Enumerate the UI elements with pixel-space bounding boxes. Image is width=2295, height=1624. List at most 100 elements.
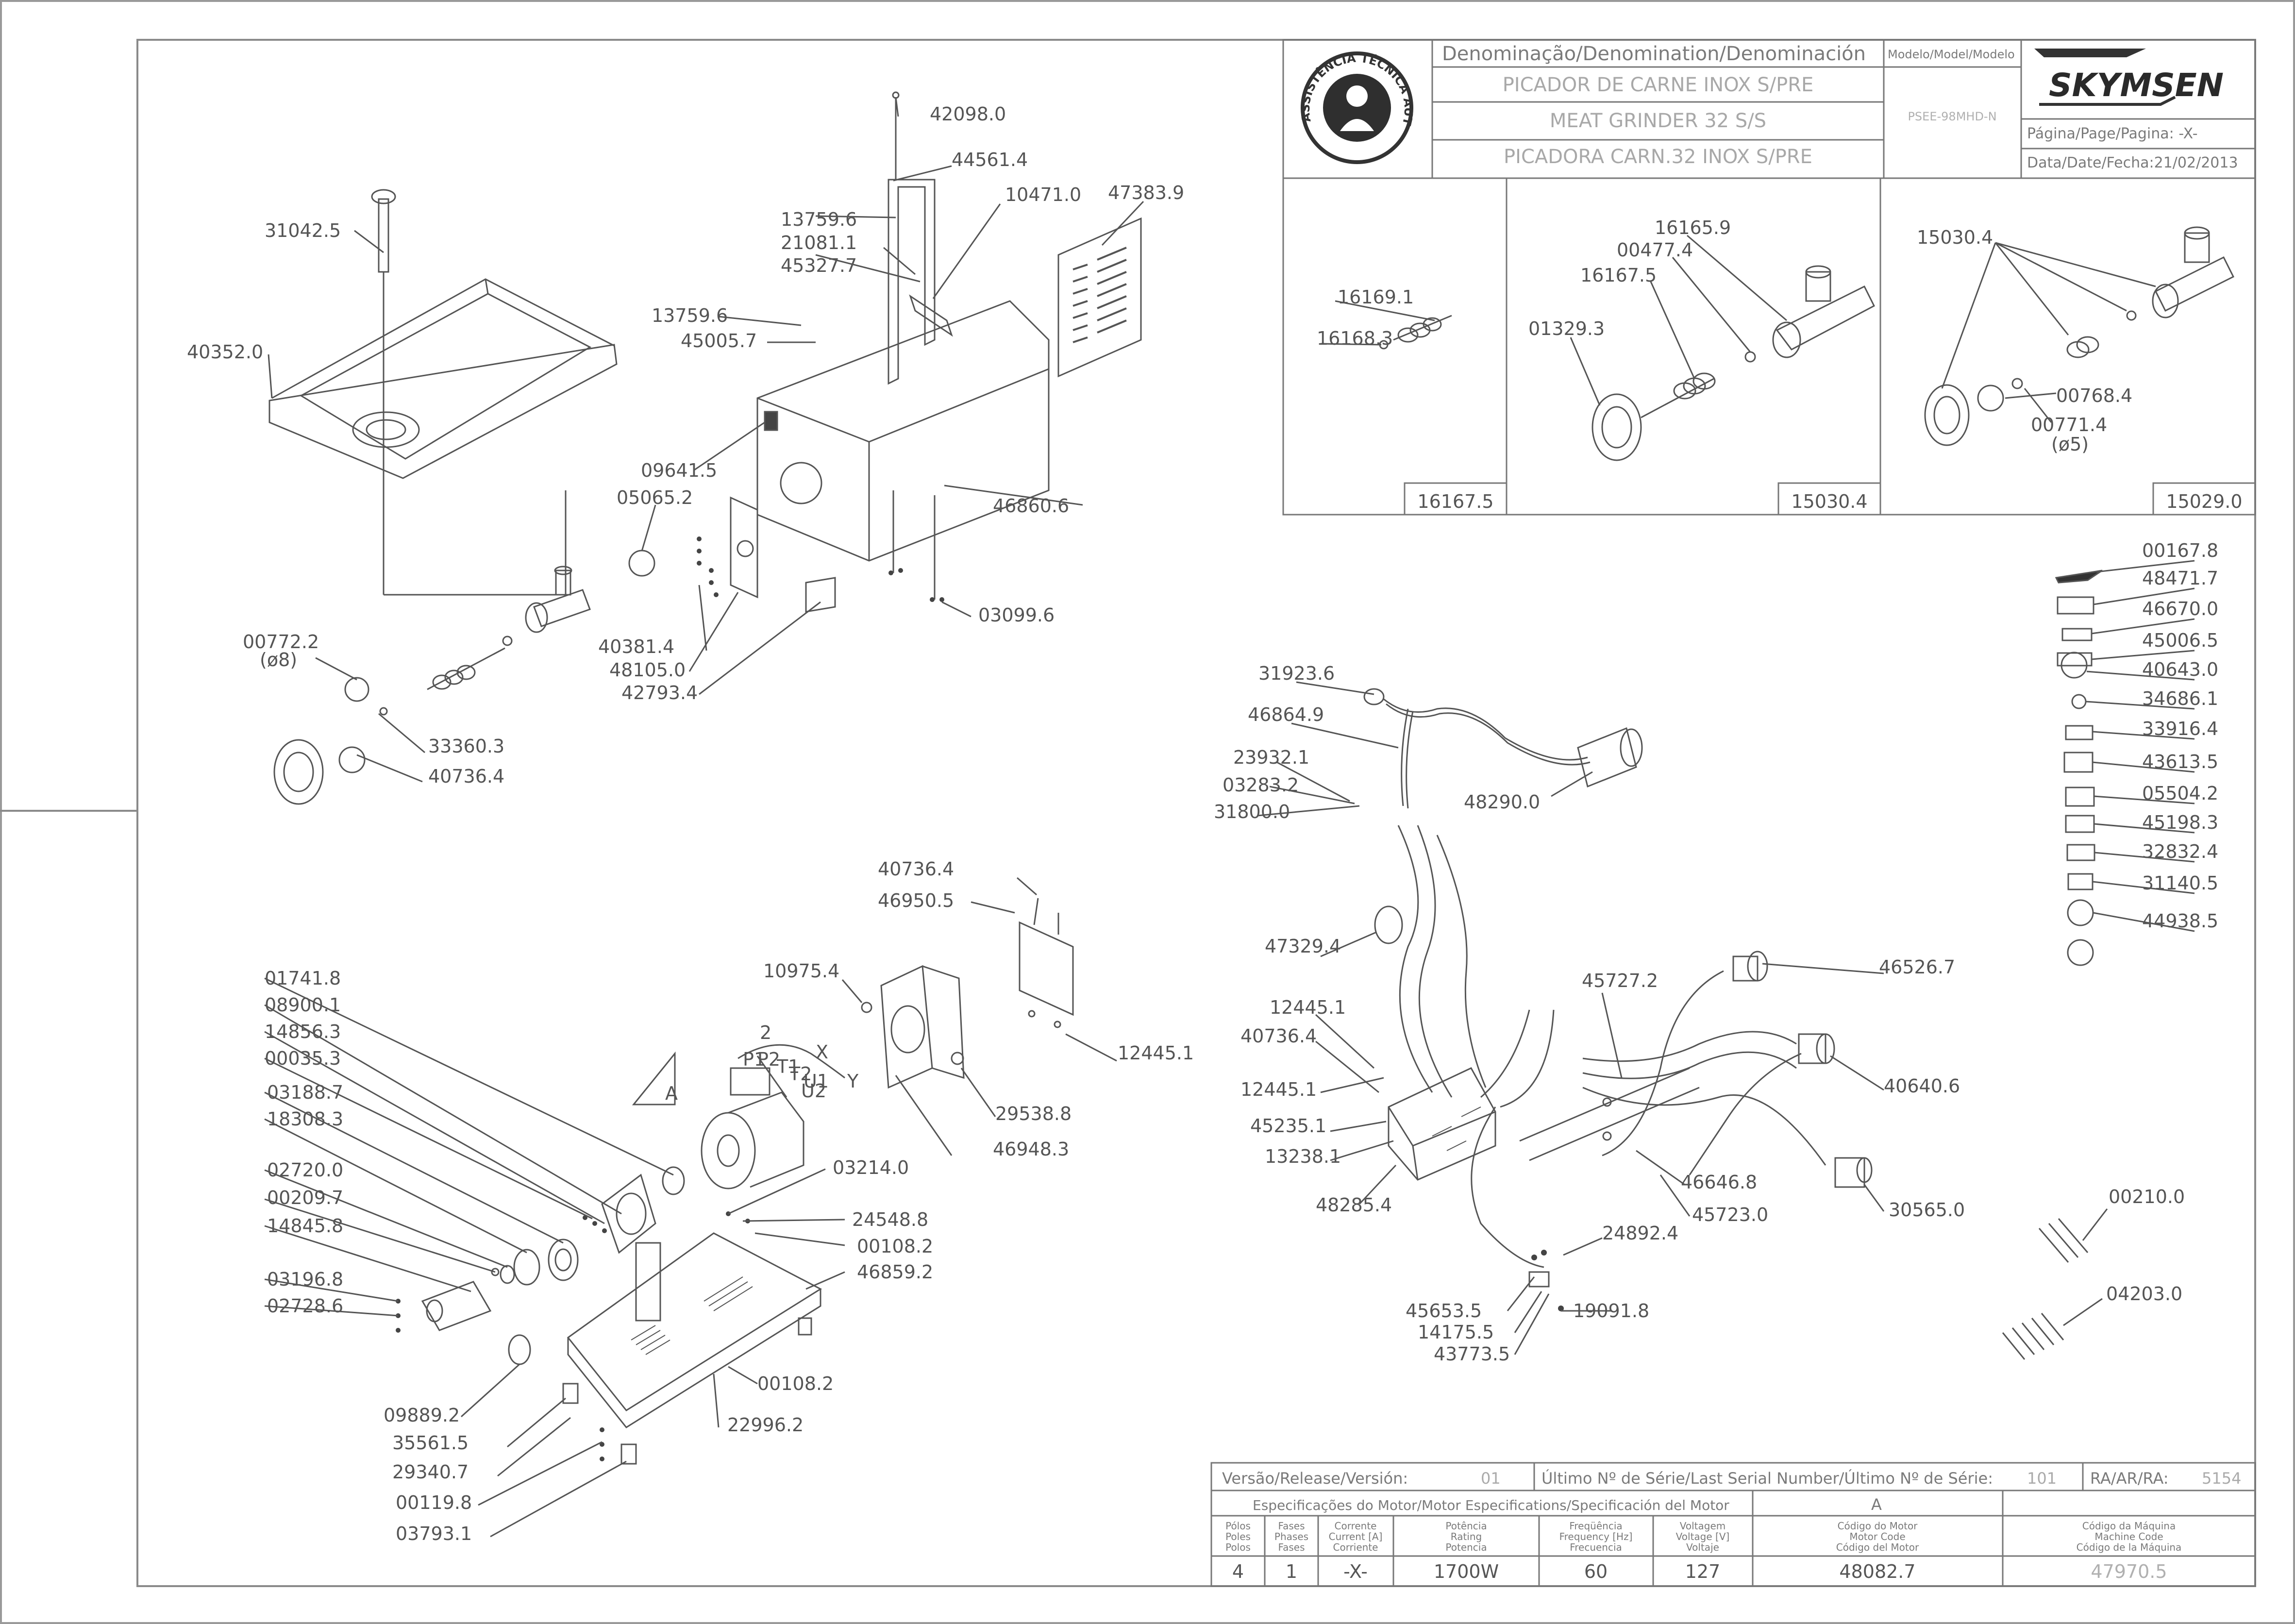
spec-machine-code-value: 47970.5 xyxy=(2091,1561,2167,1582)
spec-poles-label-pt: Pólos xyxy=(1225,1520,1251,1532)
label-code-5: 40643.0 xyxy=(2142,659,2218,680)
part-label-46860-6: 46860.6 xyxy=(993,495,1069,517)
part-label-47383-9: 47383.9 xyxy=(1108,182,1184,203)
variant-part-01329-3: 01329.3 xyxy=(1528,318,1605,339)
part-label-46948-3: 46948.3 xyxy=(993,1138,1069,1160)
part-label-13238-1: 13238.1 xyxy=(1265,1146,1341,1167)
model-value: PSEE-98MHD-N xyxy=(1908,110,1996,123)
motor-wire-mark-p2: P2 xyxy=(757,1049,780,1070)
part-label-42098-0: 42098.0 xyxy=(930,103,1006,125)
part-label-01741-8: 01741.8 xyxy=(265,968,341,989)
seal-text: ASSISTÊNCIA TÉCNICA AUTORIZADA xyxy=(0,0,1415,127)
part-label-43773-5: 43773.5 xyxy=(1434,1343,1510,1365)
part-label-46859-2: 46859.2 xyxy=(857,1261,933,1283)
motor-wire-mark-u2: U2 xyxy=(801,1080,826,1102)
variant-part-00477-4: 00477.4 xyxy=(1617,239,1693,261)
electrical-labels: 31923.6 46864.9 23932.1 03283.2 31800.0 … xyxy=(1214,663,2185,1365)
spec-phases-label-es: Fases xyxy=(1278,1541,1305,1553)
part-label-21081-1: 21081.1 xyxy=(781,232,857,253)
part-label-03196-8: 03196.8 xyxy=(267,1269,343,1290)
part-label-40736-4-lower: 40736.4 xyxy=(878,858,954,880)
spec-voltage-value: 127 xyxy=(1685,1561,1721,1582)
label-code-11: 32832.4 xyxy=(2142,841,2218,862)
variant-part-16165-9: 16165.9 xyxy=(1655,217,1731,238)
part-label-33360-3: 33360.3 xyxy=(428,736,504,757)
spec-phases-value: 1 xyxy=(1286,1561,1297,1582)
part-label-24548-8: 24548.8 xyxy=(852,1209,928,1230)
part-label-31800-0: 31800.0 xyxy=(1214,801,1290,822)
part-label-40381-4: 40381.4 xyxy=(598,636,674,657)
part-label-22996-2: 22996.2 xyxy=(727,1414,804,1436)
part-label-00209-7: 00209.7 xyxy=(267,1187,343,1208)
part-label-29538-8: 29538.8 xyxy=(995,1103,1072,1124)
part-label-47329-4: 47329.4 xyxy=(1265,936,1341,957)
authorized-service-seal: ASSISTÊNCIA TÉCNICA AUTORIZADA xyxy=(0,0,1415,164)
part-label-46526-7: 46526.7 xyxy=(1879,956,1955,978)
part-label-02728-6: 02728.6 xyxy=(267,1295,343,1317)
part-label-10471-0: 10471.0 xyxy=(1005,184,1081,205)
part-label-00210-0: 00210.0 xyxy=(2109,1186,2185,1207)
motor-specs-marker: A xyxy=(1871,1495,1882,1514)
release-serial-label: Último Nº de Série/Last Serial Number/Úl… xyxy=(1541,1469,1993,1488)
label-code-2: 48471.7 xyxy=(2142,568,2218,589)
spec-phases-label-en: Phases xyxy=(1274,1531,1308,1542)
spec-machine-code-label-es: Código de la Máquina xyxy=(2077,1541,2182,1553)
label-code-4: 45006.5 xyxy=(2142,630,2218,651)
part-label-23932-1: 23932.1 xyxy=(1233,747,1309,768)
part-label-03099-6: 03099.6 xyxy=(978,604,1055,626)
spec-rating-label-es: Potencia xyxy=(1445,1541,1487,1553)
spec-rating-label-pt: Potência xyxy=(1445,1520,1487,1532)
part-label-40640-6: 40640.6 xyxy=(1884,1075,1960,1097)
part-label-03283-2: 03283.2 xyxy=(1223,774,1299,796)
spec-frequency-label-es: Frecuencia xyxy=(1570,1541,1622,1553)
part-label-48290-0: 48290.0 xyxy=(1464,791,1540,813)
spec-machine-code-label-pt: Código da Máquina xyxy=(2082,1520,2176,1532)
skymsen-logo: SKYMSEN xyxy=(2034,49,2224,106)
spec-frequency-value: 60 xyxy=(1584,1561,1608,1582)
part-label-00772-2: 00772.2 xyxy=(243,631,319,653)
spec-motor-code-label-en: Motor Code xyxy=(1849,1531,1905,1542)
spec-voltage-label-es: Voltaje xyxy=(1686,1541,1719,1553)
variant-panel-1-code: 16167.5 xyxy=(1417,491,1493,512)
electrical-drawing xyxy=(1257,681,2108,1360)
variant-panel-2-code: 15030.4 xyxy=(1791,491,1867,512)
part-label-04203-0: 04203.0 xyxy=(2106,1283,2182,1305)
label-code-12: 31140.5 xyxy=(2142,872,2218,894)
part-label-12445-1-elec-top: 12445.1 xyxy=(1270,997,1346,1018)
part-label-03793-1: 03793.1 xyxy=(396,1523,472,1544)
part-label-18308-3: 18308.3 xyxy=(267,1108,343,1130)
part-label-45235-1: 45235.1 xyxy=(1250,1115,1326,1137)
part-label-14845-8: 14845.8 xyxy=(267,1215,343,1237)
label-code-8: 43613.5 xyxy=(2142,751,2218,772)
labels-column xyxy=(2055,560,2195,966)
part-label-45723-0: 45723.0 xyxy=(1692,1204,1768,1225)
spec-voltage-label-en: Voltage [V] xyxy=(1676,1531,1730,1542)
part-label-35561-5: 35561.5 xyxy=(392,1432,469,1454)
motor-wire-mark-t2: T2 xyxy=(788,1063,812,1085)
spec-rating-value: 1700W xyxy=(1434,1561,1499,1582)
release-ra-label: RA/AR/RA: xyxy=(2090,1469,2169,1488)
spec-poles-label-es: Polos xyxy=(1225,1541,1251,1553)
spec-frequency-label-pt: Freqüência xyxy=(1569,1520,1622,1532)
spec-poles-value: 4 xyxy=(1232,1561,1244,1582)
brand-text: SKYMSEN xyxy=(2049,67,2224,104)
part-label-24892-4: 24892.4 xyxy=(1602,1222,1678,1244)
spec-frequency-label-en: Frequency [Hz] xyxy=(1559,1531,1633,1542)
part-label-48285-4: 48285.4 xyxy=(1316,1194,1392,1216)
label-code-13: 44938.5 xyxy=(2142,910,2218,932)
part-label-45005-7: 45005.7 xyxy=(681,330,757,352)
motor-wire-mark-y: Y xyxy=(847,1071,859,1092)
part-label-45653-5: 45653.5 xyxy=(1406,1300,1482,1322)
part-label-46864-9: 46864.9 xyxy=(1248,704,1324,725)
variant-part-16168-3: 16168.3 xyxy=(1317,328,1393,349)
svg-text:Página/Page/Pagina: -X-: Página/Page/Pagina: -X- xyxy=(2027,125,2198,142)
date-value: 21/02/2013 xyxy=(2154,154,2238,171)
model-header: Modelo/Model/Modelo xyxy=(1888,48,2015,61)
part-label-08900-1: 08900.1 xyxy=(265,994,341,1016)
spec-motor-code-value: 48082.7 xyxy=(1839,1561,1915,1582)
spec-motor-code-label-pt: Código do Motor xyxy=(1838,1520,1918,1532)
label-code-7: 33916.4 xyxy=(2142,718,2218,739)
